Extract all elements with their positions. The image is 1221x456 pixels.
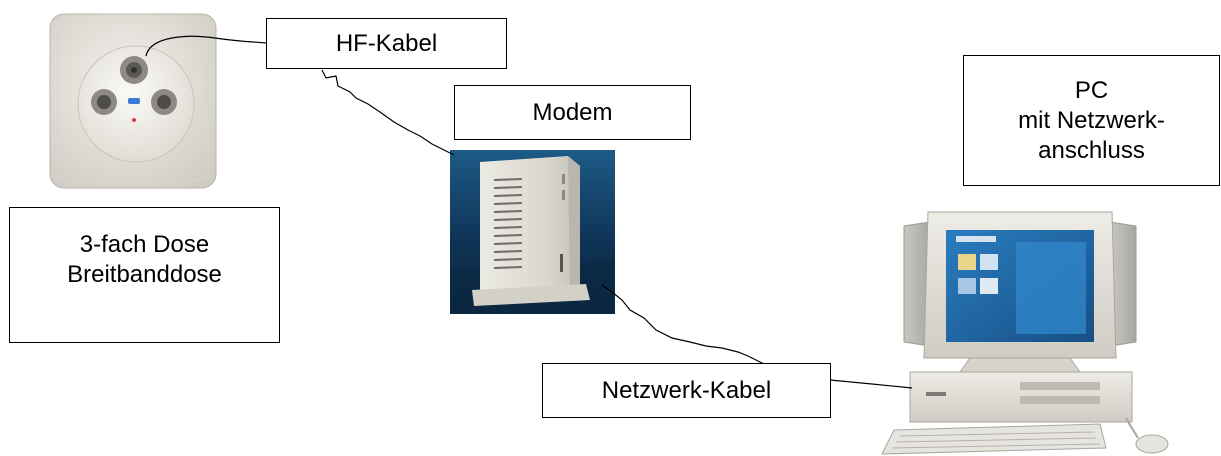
pc-label-line-3: anschluss: [1038, 136, 1145, 164]
pc-label: PC mit Netzwerk- anschluss: [1018, 76, 1165, 166]
modem-icon: [450, 150, 615, 314]
dose-label: 3-fach Dose Breitbanddose: [67, 230, 222, 290]
dose-label-line-2: Breitbanddose: [67, 261, 222, 288]
hf-cable-line-to-modem: [321, 69, 455, 156]
dose-label-line-1: 3-fach Dose: [79, 231, 210, 258]
desktop-pc-icon: [881, 211, 1169, 455]
hf-kabel-label: HF-Kabel: [335, 29, 438, 57]
dose-label-box: 3-fach Dose Breitbanddose: [9, 207, 280, 343]
netzwerk-kabel-label-box: Netzwerk-Kabel: [542, 363, 831, 418]
network-cable-line-from-modem: [601, 284, 773, 368]
hf-kabel-label-box: HF-Kabel: [266, 18, 507, 69]
modem-label-box: Modem: [454, 85, 691, 140]
pc-label-line-2: mit Netzwerk-: [1018, 106, 1165, 134]
wall-socket-icon: [49, 13, 217, 189]
pc-label-line-1: PC: [1074, 76, 1109, 104]
pc-label-box: PC mit Netzwerk- anschluss: [963, 55, 1220, 186]
netzwerk-kabel-label: Netzwerk-Kabel: [601, 376, 772, 404]
modem-label: Modem: [532, 98, 613, 126]
